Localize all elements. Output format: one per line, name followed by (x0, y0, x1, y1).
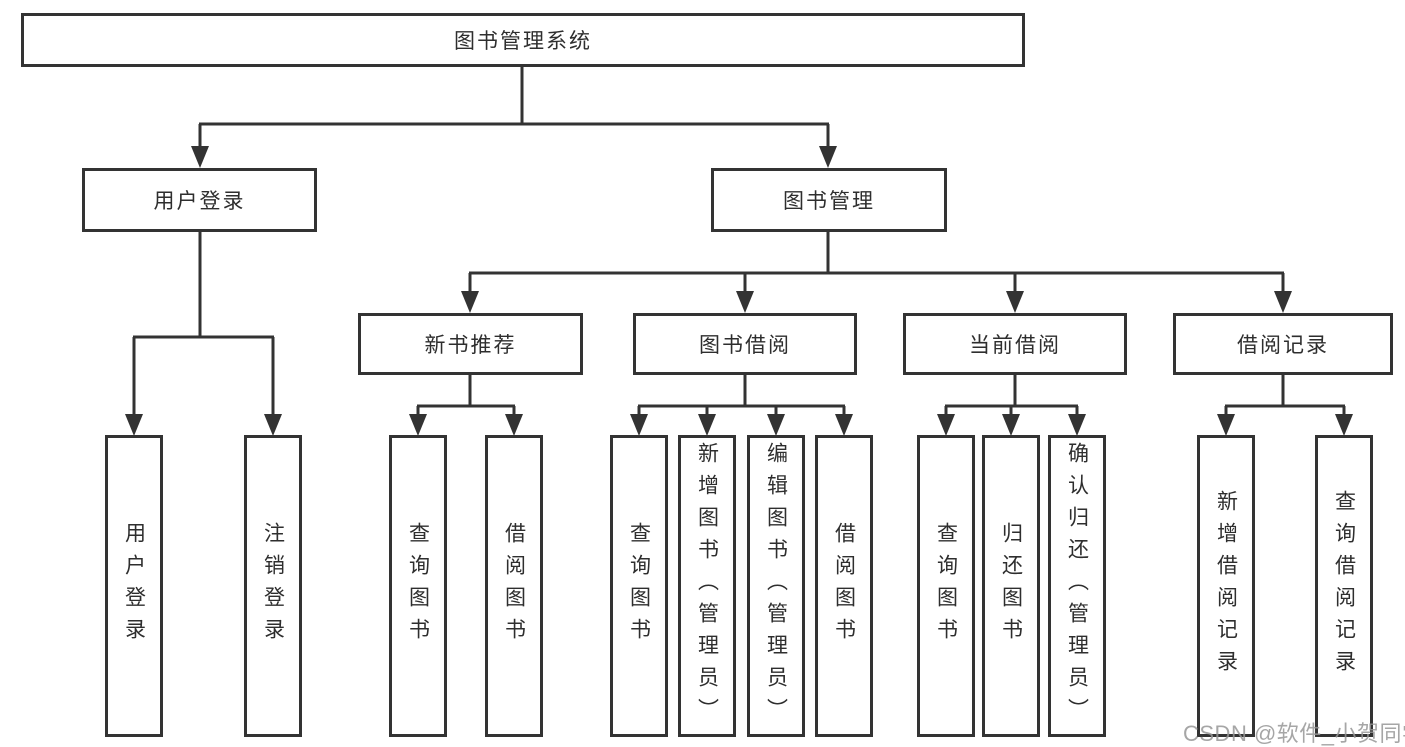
node-label: 图书管理系统 (454, 30, 592, 53)
node-label: 图书借阅 (699, 334, 791, 357)
leaf-logout: 注销登录 (244, 435, 302, 737)
node-label: 查询借阅记录 (1332, 490, 1356, 682)
node-label: 图书管理 (783, 190, 875, 213)
leaf-add-books-admin: 新增图书（管理员） (678, 435, 736, 737)
node-label: 借阅图书 (502, 522, 526, 650)
node-label: 用户登录 (122, 522, 146, 650)
node-label: 查询图书 (934, 522, 958, 650)
leaf-confirm-return-admin: 确认归还（管理员） (1048, 435, 1106, 737)
node-label: 注销登录 (261, 522, 285, 650)
node-book-borrow: 图书借阅 (633, 313, 857, 375)
leaf-recommend-borrow-books: 借阅图书 (485, 435, 543, 737)
node-label: 编辑图书（管理员） (764, 442, 788, 730)
csdn-watermark: CSDN @软件_小贺同学 (1183, 721, 1405, 746)
node-label: 用户登录 (153, 190, 246, 213)
leaf-query-borrow-record: 查询借阅记录 (1315, 435, 1373, 737)
node-label: 当前借阅 (969, 334, 1061, 357)
leaf-add-borrow-record: 新增借阅记录 (1197, 435, 1255, 737)
leaf-edit-books-admin: 编辑图书（管理员） (747, 435, 805, 737)
node-label: 新增借阅记录 (1214, 490, 1238, 682)
node-label: 新书推荐 (424, 334, 517, 357)
node-label: 查询图书 (406, 522, 430, 650)
tree-branch-lines (132, 66, 1346, 415)
node-label: 借阅图书 (832, 522, 856, 650)
leaf-recommend-query-books: 查询图书 (389, 435, 447, 737)
leaf-user-login: 用户登录 (105, 435, 163, 737)
node-label: 查询图书 (627, 522, 651, 650)
node-library-system: 图书管理系统 (21, 13, 1025, 67)
leaf-current-query-books: 查询图书 (917, 435, 975, 737)
node-user-login: 用户登录 (82, 168, 317, 232)
arrow-head-icons (125, 146, 1353, 436)
leaf-return-books: 归还图书 (982, 435, 1040, 737)
leaf-borrow-books: 借阅图书 (815, 435, 873, 737)
node-label: 新增图书（管理员） (695, 442, 719, 730)
leaf-borrow-query-books: 查询图书 (610, 435, 668, 737)
node-label: 借阅记录 (1237, 334, 1329, 357)
node-book-management: 图书管理 (711, 168, 947, 232)
node-new-book-recommend: 新书推荐 (358, 313, 583, 375)
node-label: 归还图书 (999, 522, 1023, 650)
node-current-borrow: 当前借阅 (903, 313, 1127, 375)
node-label: 确认归还（管理员） (1065, 442, 1089, 730)
node-borrow-records: 借阅记录 (1173, 313, 1393, 375)
